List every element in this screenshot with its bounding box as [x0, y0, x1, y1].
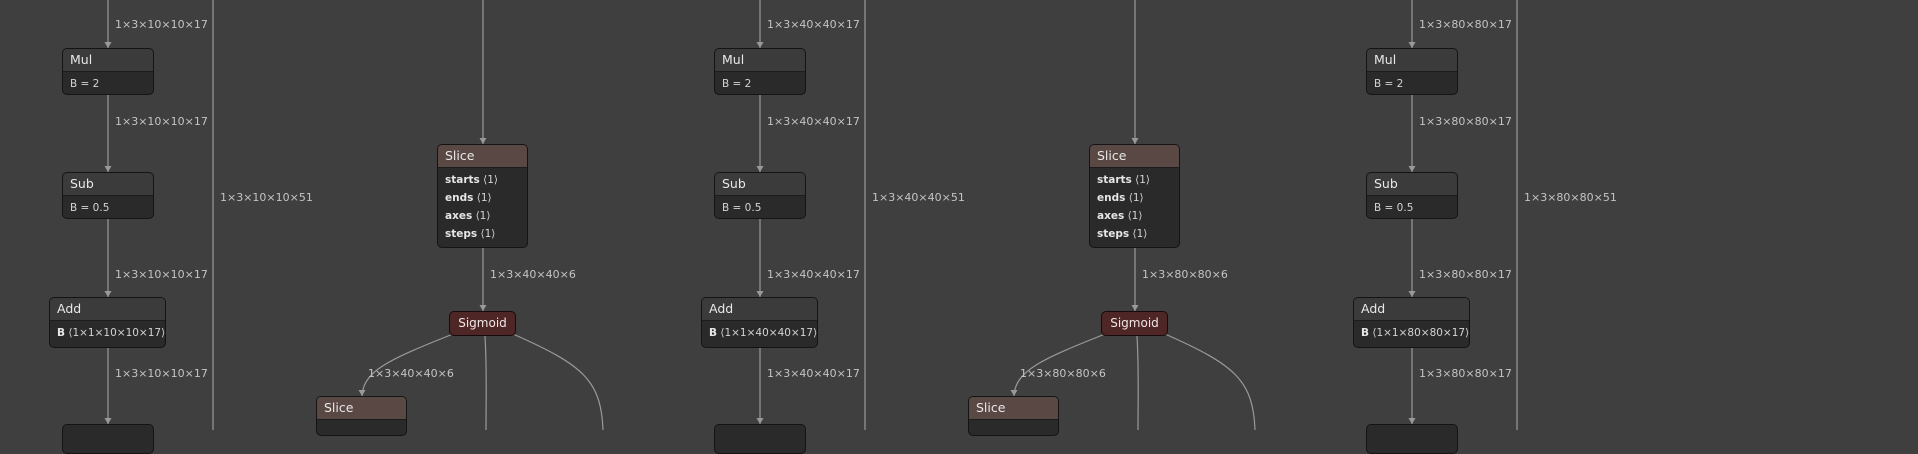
edge-arrowhead — [479, 305, 487, 311]
slice-node[interactable]: Slice — [968, 396, 1059, 436]
next-node[interactable] — [1366, 424, 1458, 454]
sub-node[interactable]: Sub B = 0.5 — [1366, 172, 1458, 219]
edge-arrowhead — [1408, 42, 1416, 48]
edge-line — [1013, 333, 1106, 397]
add-node[interactable]: Add B ⟨1×1×40×40×17⟩ — [701, 297, 818, 348]
node-attr: steps ⟨1⟩ — [445, 228, 496, 240]
node-title: Slice — [438, 145, 527, 168]
node-attr: B = 0.5 — [722, 202, 762, 214]
edge-layer — [104, 0, 1518, 430]
edge-label: 1×3×80×80×17 — [1419, 367, 1512, 380]
edge-line — [361, 333, 454, 397]
edge-label: 1×3×10×10×17 — [115, 18, 208, 31]
node-attr: ends ⟨1⟩ — [445, 192, 492, 204]
edge-arrowhead — [1408, 291, 1416, 297]
edge-arrowhead — [104, 418, 112, 424]
edge-label: 1×3×10×10×51 — [220, 191, 313, 204]
edge-arrowhead — [756, 418, 764, 424]
node-attr: B = 2 — [1374, 78, 1404, 90]
slice-node[interactable]: Slice starts ⟨1⟩ ends ⟨1⟩ axes ⟨1⟩ steps… — [437, 144, 528, 248]
node-attr: B = 2 — [722, 78, 752, 90]
edge-arrowhead — [104, 42, 112, 48]
node-title: Slice — [1090, 145, 1179, 168]
sigmoid-node[interactable]: Sigmoid — [449, 311, 516, 336]
slice-node[interactable]: Slice — [316, 396, 407, 436]
node-attr: axes ⟨1⟩ — [445, 210, 491, 222]
node-title: Mul — [715, 49, 805, 72]
node-title: Slice — [969, 397, 1058, 420]
edge-arrowhead — [479, 138, 487, 144]
edge-label: 1×3×80×80×17 — [1419, 18, 1512, 31]
edge-label: 1×3×80×80×51 — [1524, 191, 1617, 204]
sigmoid-node[interactable]: Sigmoid — [1101, 311, 1168, 336]
edge-label: 1×3×40×40×6 — [368, 367, 454, 380]
attr-value: ⟨1×1×80×80×17⟩ — [1372, 327, 1470, 339]
attr-value: ⟨1×1×10×10×17⟩ — [68, 327, 166, 339]
node-title: Slice — [317, 397, 406, 420]
node-title: Add — [702, 298, 817, 321]
mul-node[interactable]: Mul B = 2 — [62, 48, 154, 95]
edge-line — [1136, 335, 1139, 430]
next-node[interactable] — [62, 424, 154, 454]
attr-value: ⟨1×1×40×40×17⟩ — [720, 327, 818, 339]
attr-name: B — [1361, 327, 1370, 339]
edge-label: 1×3×40×40×51 — [872, 191, 965, 204]
edge-label: 1×3×80×80×17 — [1419, 268, 1512, 281]
edge-label: 1×3×80×80×6 — [1142, 268, 1228, 281]
edge-label: 1×3×40×40×17 — [767, 115, 860, 128]
node-title: Add — [50, 298, 165, 321]
node-attr: starts ⟨1⟩ — [1097, 174, 1151, 186]
edge-arrowhead — [104, 291, 112, 297]
edge-label: 1×3×40×40×17 — [767, 268, 860, 281]
node-title: Sub — [1367, 173, 1457, 196]
add-node[interactable]: Add B ⟨1×1×80×80×17⟩ — [1353, 297, 1470, 348]
node-attr: B = 2 — [70, 78, 100, 90]
mul-node[interactable]: Mul B = 2 — [1366, 48, 1458, 95]
edge-arrowhead — [756, 166, 764, 172]
edge-line — [512, 333, 604, 430]
slice-node[interactable]: Slice starts ⟨1⟩ ends ⟨1⟩ axes ⟨1⟩ steps… — [1089, 144, 1180, 248]
edge-label: 1×3×40×40×6 — [490, 268, 576, 281]
edge-label: 1×3×40×40×17 — [767, 367, 860, 380]
node-attr: B = 0.5 — [1374, 202, 1414, 214]
node-title: Add — [1354, 298, 1469, 321]
node-title: Sub — [715, 173, 805, 196]
node-title: Mul — [63, 49, 153, 72]
node-attr: B ⟨1×1×10×10×17⟩ — [57, 324, 165, 342]
node-attr: B ⟨1×1×40×40×17⟩ — [709, 324, 817, 342]
edge-arrowhead — [756, 291, 764, 297]
node-attr: starts ⟨1⟩ — [445, 174, 499, 186]
edge-label: 1×3×80×80×17 — [1419, 115, 1512, 128]
node-attr: ends ⟨1⟩ — [1097, 192, 1144, 204]
add-node[interactable]: Add B ⟨1×1×10×10×17⟩ — [49, 297, 166, 348]
sub-node[interactable]: Sub B = 0.5 — [62, 172, 154, 219]
node-attr: steps ⟨1⟩ — [1097, 228, 1148, 240]
edge-arrowhead — [1131, 305, 1139, 311]
mul-node[interactable]: Mul B = 2 — [714, 48, 806, 95]
next-node[interactable] — [714, 424, 806, 454]
node-attr: axes ⟨1⟩ — [1097, 210, 1143, 222]
edge-line — [1164, 333, 1256, 430]
edge-arrowhead — [756, 42, 764, 48]
edge-arrowhead — [1010, 390, 1018, 396]
attr-name: B — [709, 327, 718, 339]
node-attr: B ⟨1×1×80×80×17⟩ — [1361, 324, 1469, 342]
edge-arrowhead — [358, 390, 366, 396]
edge-label: 1×3×10×10×17 — [115, 115, 208, 128]
attr-name: B — [57, 327, 66, 339]
edge-label: 1×3×80×80×6 — [1020, 367, 1106, 380]
edge-arrowhead — [1408, 166, 1416, 172]
edge-arrowhead — [1408, 418, 1416, 424]
sub-node[interactable]: Sub B = 0.5 — [714, 172, 806, 219]
edge-label: 1×3×40×40×17 — [767, 18, 860, 31]
node-title: Sub — [63, 173, 153, 196]
edge-label: 1×3×10×10×17 — [115, 268, 208, 281]
edge-line — [484, 335, 487, 430]
edge-arrowhead — [104, 166, 112, 172]
edge-label: 1×3×10×10×17 — [115, 367, 208, 380]
node-title: Mul — [1367, 49, 1457, 72]
node-attr: B = 0.5 — [70, 202, 110, 214]
edge-arrowhead — [1131, 138, 1139, 144]
